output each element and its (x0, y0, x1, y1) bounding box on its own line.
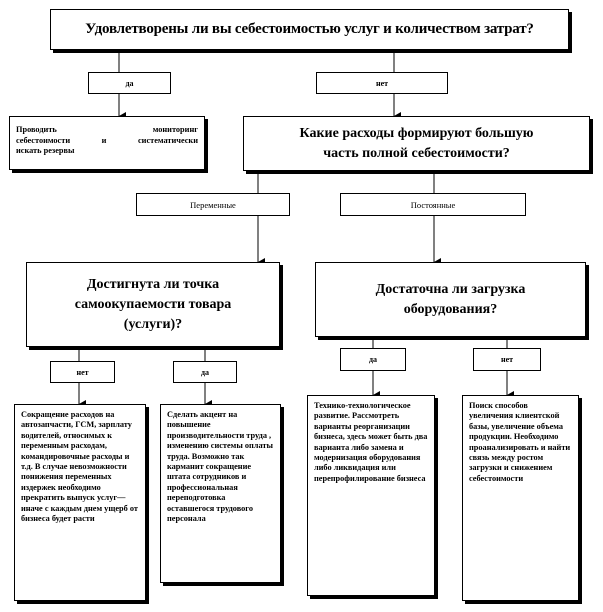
label-fixed-costs: Постоянные (340, 193, 526, 216)
label-variable-costs: Переменные (136, 193, 290, 216)
question-breakeven: Достигнута ли точка самоокупаемости това… (26, 262, 280, 347)
action-increase-productivity-text: Сделать акцент на повышение производител… (167, 410, 273, 524)
question-satisfaction-text: Удовлетворены ли вы себестоимостью услуг… (85, 21, 534, 37)
question-breakeven-text: Достигнута ли точка самоокупаемости това… (74, 276, 232, 332)
label-no-breakeven: нет (50, 361, 115, 383)
monitoring-text-3: себестоимости (16, 135, 71, 145)
label-no-breakeven-text: нет (76, 367, 89, 377)
label-no-text: нет (375, 78, 389, 88)
label-no-satisfied: нет (316, 72, 448, 94)
question-cost-structure-text: Какие расходы формируют большую часть по… (299, 125, 534, 161)
monitoring-text-5: систематически (137, 135, 198, 145)
action-expand-client-base-text: Поиск способов увеличения клиентской баз… (469, 401, 571, 483)
label-fixed-text: Постоянные (410, 199, 456, 210)
action-technical-development-text: Технико-технологическое развитие. Рассмо… (314, 401, 428, 483)
monitoring-text-6: искать резервы (16, 146, 75, 156)
label-yes-breakeven: да (173, 361, 237, 383)
question-satisfaction: Удовлетворены ли вы себестоимостью услуг… (50, 9, 569, 50)
action-increase-productivity: Сделать акцент на повышение производител… (160, 404, 281, 583)
monitoring-text-1: Проводить (16, 125, 57, 134)
question-equipment-load-text: Достаточна ли загрузка оборудования? (375, 281, 526, 317)
action-monitoring: Проводить мониторинг себестоимости и сис… (9, 116, 205, 170)
action-reduce-variable-costs: Сокращение расходов на автозапчасти, ГСМ… (14, 404, 146, 601)
action-reduce-variable-costs-text: Сокращение расходов на автозапчасти, ГСМ… (21, 410, 138, 524)
monitoring-text-2: мониторинг (152, 125, 198, 134)
action-expand-client-base: Поиск способов увеличения клиентской баз… (462, 395, 579, 601)
label-variable-text: Переменные (190, 199, 236, 210)
label-yes-satisfied: да (88, 72, 171, 94)
label-yes-load: да (340, 348, 406, 371)
question-equipment-load: Достаточна ли загрузка оборудования? (315, 262, 586, 337)
monitoring-text-4: и (101, 135, 107, 145)
label-yes-load-text: да (368, 355, 378, 364)
label-yes-breakeven-text: да (200, 367, 210, 377)
question-cost-structure: Какие расходы формируют большую часть по… (243, 116, 590, 171)
label-no-load: нет (473, 348, 541, 371)
label-no-load-text: нет (500, 355, 514, 364)
action-technical-development: Технико-технологическое развитие. Рассмо… (307, 395, 435, 596)
label-yes-text: да (125, 78, 134, 88)
